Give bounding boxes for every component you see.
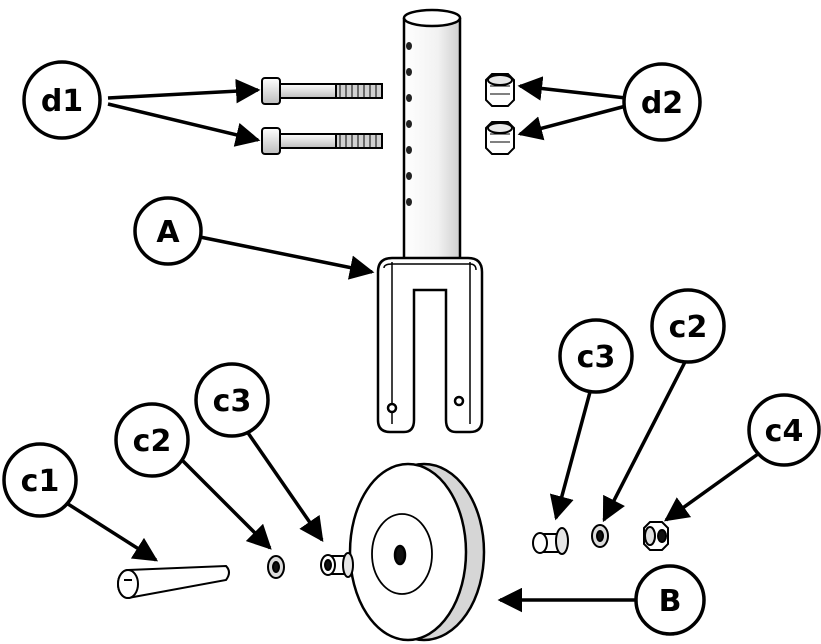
label-d2: d2 [641, 86, 683, 121]
label-d1: d1 [41, 84, 83, 119]
callout-b: B [634, 564, 706, 636]
leader-arrows [67, 76, 760, 613]
bolt-d1-upper [261, 77, 383, 105]
axle-bolt-c1 [117, 564, 230, 599]
label-a: A [156, 215, 180, 250]
washer-c2-right [591, 524, 609, 548]
label-c4: c4 [765, 414, 804, 449]
fork-part-a [376, 8, 484, 434]
label-c2-left: c2 [133, 424, 172, 459]
label-b: B [659, 584, 682, 619]
label-c3-right: c3 [577, 340, 616, 375]
label-c2-right: c2 [669, 310, 708, 345]
wheel-part-b [348, 462, 486, 642]
bushing-c3-right [532, 527, 569, 555]
callout-c4: c4 [747, 393, 821, 467]
callout-c2-right: c2 [650, 288, 726, 364]
bolt-d1-lower [261, 127, 383, 155]
callout-d2: d2 [622, 62, 702, 142]
label-c3-left: c3 [213, 384, 252, 419]
tube-holes [406, 42, 412, 206]
label-c1: c1 [21, 464, 60, 499]
nut-d2-lower [485, 121, 515, 155]
callout-c1: c1 [2, 442, 78, 518]
callout-d1: d1 [22, 60, 102, 140]
callout-a: A [133, 196, 203, 266]
callout-c3-left: c3 [194, 362, 270, 438]
nut-c4 [643, 521, 669, 551]
callout-c2-left: c2 [114, 402, 190, 478]
nut-d2-upper [485, 73, 515, 107]
bushing-c3-left [320, 552, 354, 578]
washer-c2-left [267, 555, 285, 579]
callout-c3-right: c3 [558, 318, 634, 394]
